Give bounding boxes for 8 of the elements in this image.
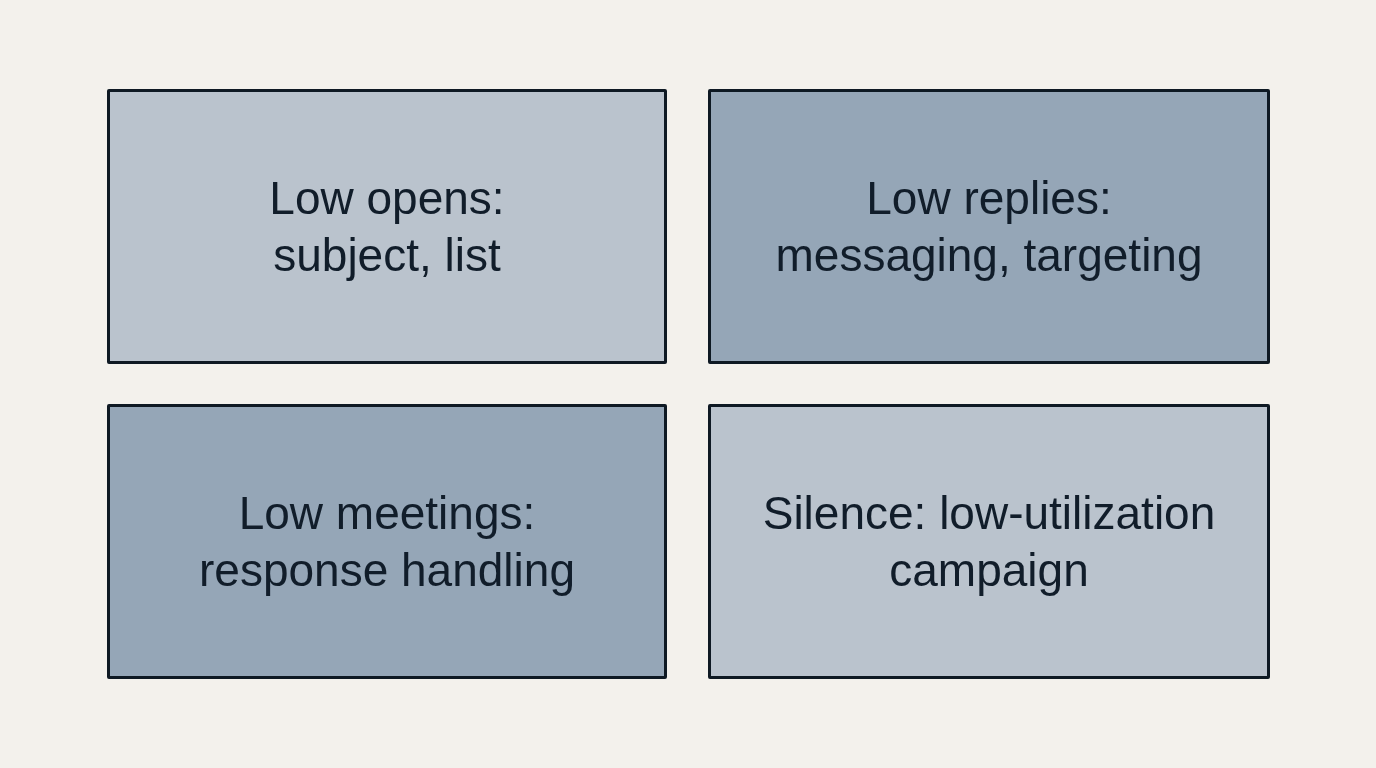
- quadrant-box: [708, 89, 1270, 364]
- quadrant-box: [107, 89, 667, 364]
- quadrant-label: Low opens: subject, list: [268, 170, 506, 283]
- quadrant-label: Low replies: messaging, targeting: [774, 170, 1204, 283]
- quadrant-box: [107, 404, 667, 679]
- quadrant-label: Silence: low-utilization campaign: [761, 485, 1217, 598]
- quadrant-label: Low meetings: response handling: [198, 485, 576, 598]
- quadrant-box: [708, 404, 1270, 679]
